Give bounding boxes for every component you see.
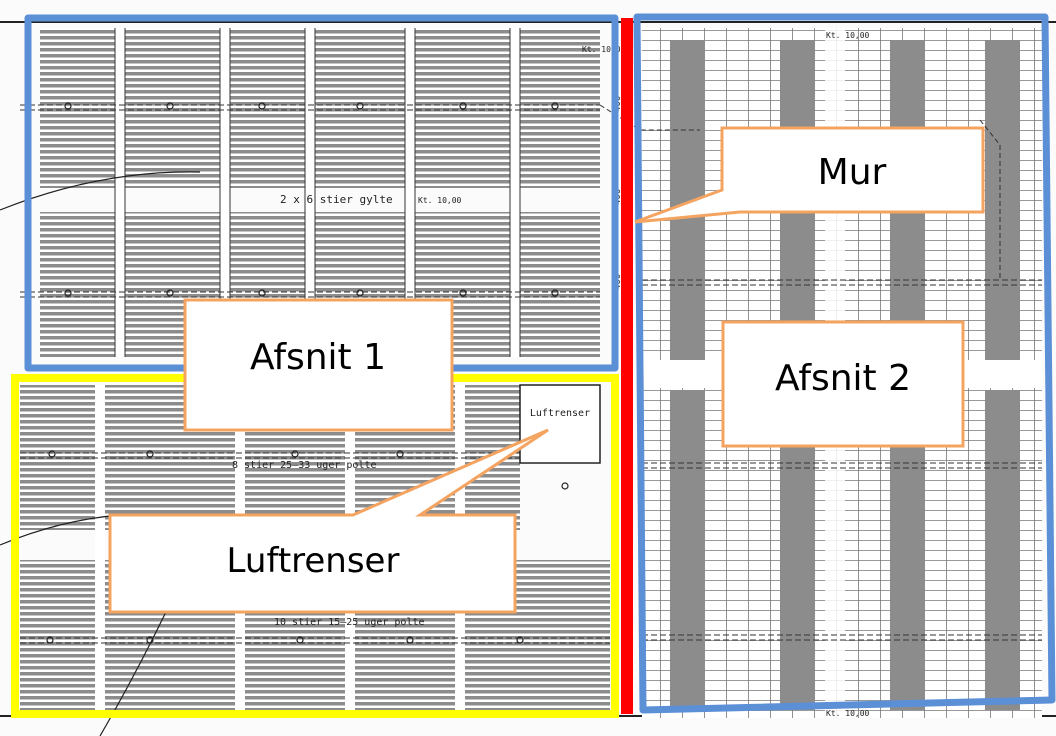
callout-mur-text: Mur <box>818 152 887 193</box>
section-2-outline <box>633 13 1056 714</box>
level-label-left: Kt. 10,00 <box>418 196 462 205</box>
callout-luftrenser: Luftrenser <box>108 428 549 614</box>
aisle-lines-left <box>20 104 610 644</box>
callout-afsnit-2-text: Afsnit 2 <box>775 358 911 399</box>
air-purifier-unit: Luftrenser <box>519 384 601 464</box>
air-purifier-plan-label: Luftrenser <box>530 408 590 419</box>
callout-mur: Mur <box>634 126 985 224</box>
callout-afsnit-1: Afsnit 1 <box>183 298 454 432</box>
room-label-polte-25-33: 8 stier 25–33 uger polte <box>232 460 377 471</box>
section-1-outline <box>24 14 619 372</box>
aisle-lines-right <box>599 104 1042 641</box>
level-label-bottom-right: Kt. 10,00 <box>826 709 870 718</box>
room-label-gylte: 2 x 6 stier gylte <box>280 193 393 206</box>
level-label-corner: Kt. 10,00 <box>582 45 626 54</box>
callout-luftrenser-text: Luftrenser <box>227 541 400 581</box>
callout-afsnit-1-text: Afsnit 1 <box>250 337 386 378</box>
callout-afsnit-2: Afsnit 2 <box>721 320 965 448</box>
aisle-markers-left <box>46 102 569 644</box>
level-label-top-right: Kt. 10,00 <box>826 31 870 40</box>
room-label-polte-15-25: 10 stier 15–25 uger polte <box>274 617 425 628</box>
